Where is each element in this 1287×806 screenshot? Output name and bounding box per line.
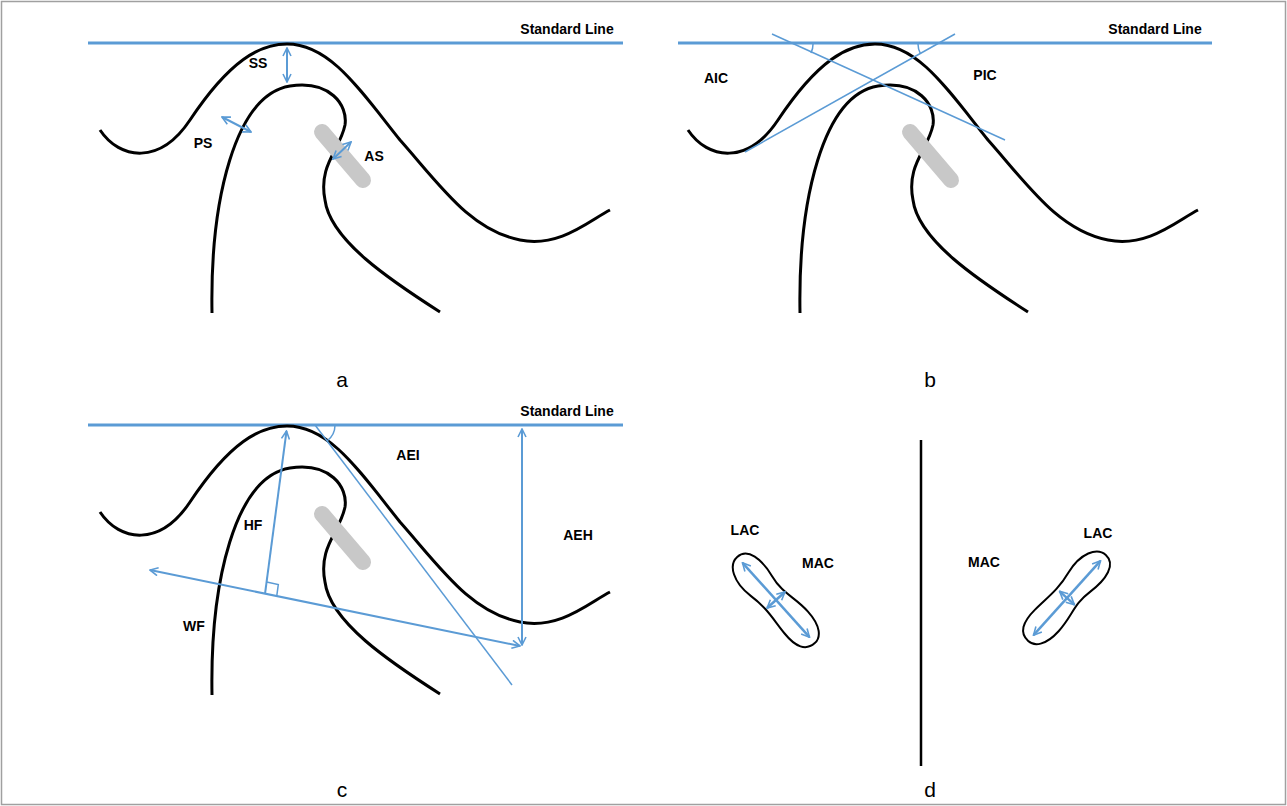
ear-outline-group: [100, 426, 610, 695]
measure-name: AS: [364, 148, 383, 164]
angle-arc: [327, 425, 335, 441]
line-name: Standard Line: [1108, 21, 1201, 37]
standard-line: [88, 42, 623, 45]
measure-arrow: [150, 570, 520, 646]
measure-arrow: [1060, 591, 1075, 604]
panel-letter: c: [337, 778, 348, 802]
panel-c-drawing: [88, 425, 623, 695]
line-name: Standard Line: [520, 403, 613, 419]
standard-line: [88, 424, 623, 427]
measure-arrow: [521, 429, 523, 645]
angle-arc: [918, 44, 921, 54]
panel-letter: a: [336, 368, 348, 392]
tangent-line: [745, 34, 955, 152]
cartilage-outline: [1016, 543, 1118, 651]
angle-name: AEI: [396, 447, 419, 463]
ear-outline-group: [688, 44, 1198, 313]
ear-outline: [100, 44, 610, 313]
panel-b-drawing: [678, 34, 1212, 313]
measure-name: AEH: [563, 527, 593, 543]
measure-arrow: [743, 563, 810, 637]
right-angle-mark: [267, 582, 279, 596]
measure-arrow: [1034, 561, 1101, 635]
ear-outline: [100, 426, 610, 695]
tangent-line: [315, 425, 512, 685]
measure-name: MAC: [802, 555, 834, 571]
midline: [920, 440, 923, 766]
measure-name: PS: [194, 135, 213, 151]
panel-letter: d: [924, 778, 936, 802]
standard-line: [678, 42, 1212, 45]
angle-arc: [811, 44, 813, 53]
measure-name: MAC: [968, 554, 1000, 570]
tangent-line: [772, 34, 1005, 140]
cartilage-section: [1016, 543, 1118, 651]
measure-name: LAC: [1084, 525, 1113, 541]
measure-name: LAC: [731, 522, 760, 538]
measure-arrow: [222, 117, 251, 132]
measure-name: SS: [249, 55, 268, 71]
measure-arrow: [265, 431, 287, 594]
angle-name: PIC: [973, 67, 996, 83]
measure-name: WF: [183, 618, 205, 634]
measure-arrow: [286, 48, 288, 82]
measure-name: HF: [244, 517, 263, 533]
panel-letter: b: [924, 368, 936, 392]
ear-outline: [688, 44, 1198, 313]
panel-d-drawing: [725, 440, 1118, 766]
measure-arrow: [333, 142, 351, 159]
angle-name: AIC: [704, 70, 728, 86]
measure-arrow: [767, 592, 785, 608]
line-name: Standard Line: [520, 21, 613, 37]
panel-a-drawing: [88, 43, 623, 313]
